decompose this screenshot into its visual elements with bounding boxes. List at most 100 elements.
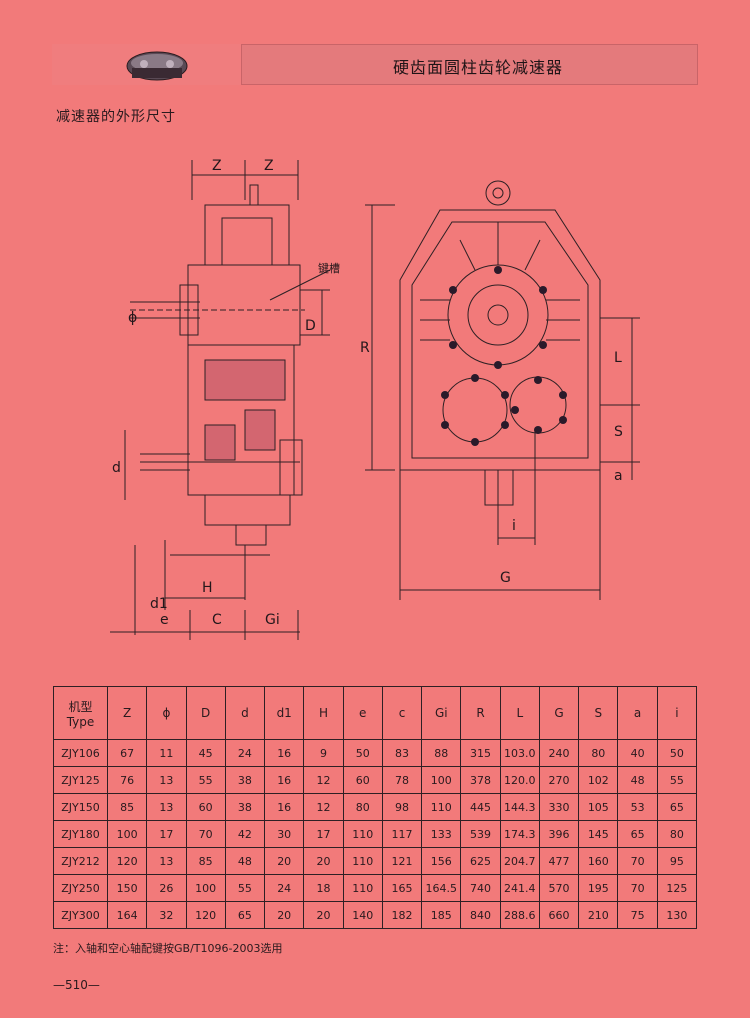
table-header-cell: ϕ [146,686,187,740]
value-cell: 210 [578,901,619,929]
value-cell: 117 [381,820,423,848]
value-cell: 38 [224,793,266,821]
page-header-title: 硬齿面圆柱齿轮减速器 [392,58,563,77]
value-cell: 75 [617,901,658,929]
value-cell: 164.5 [421,874,462,902]
value-cell: 80 [342,793,383,821]
value-cell: 110 [342,847,383,875]
dimensions-table: 机型 Type Z ϕ D d d1 H e c Gi R L G S a i … [53,686,698,929]
value-cell: 270 [538,766,580,794]
value-cell: 60 [185,793,226,821]
value-cell: 164 [106,901,148,929]
value-cell: 76 [106,766,148,794]
label-keyway: 键槽 [318,261,340,275]
value-cell: 110 [421,793,462,821]
value-cell: 48 [617,766,658,794]
label-i: i [512,518,516,534]
value-cell: 65 [224,901,266,929]
value-cell: 70 [185,820,226,848]
value-cell: 24 [264,874,305,902]
value-cell: 445 [460,793,501,821]
value-cell: 378 [460,766,501,794]
value-cell: 110 [342,820,383,848]
value-cell: 130 [656,901,698,929]
value-cell: 32 [146,901,187,929]
dimension-drawing: Z Z 键槽 ϕ D d H d1 e C Gi R L S a i G [110,158,640,640]
label-d: d [112,460,121,476]
value-cell: 539 [460,820,501,848]
label-z-right: Z [264,158,274,174]
value-cell: 195 [578,874,619,902]
value-cell: 83 [381,739,423,767]
header-logo [52,44,242,85]
value-cell: 80 [656,820,698,848]
model-cell: ZJY106 [53,739,108,767]
value-cell: 20 [303,901,344,929]
value-cell: 16 [264,766,305,794]
table-header-cell: 机型 Type [53,686,108,740]
table-header-cell: d1 [264,686,305,740]
value-cell: 315 [460,739,501,767]
value-cell: 160 [578,847,619,875]
value-cell: 42 [224,820,266,848]
value-cell: 16 [264,793,305,821]
value-cell: 174.3 [499,820,540,848]
value-cell: 80 [578,739,619,767]
value-cell: 13 [146,847,187,875]
value-cell: 288.6 [499,901,540,929]
value-cell: 241.4 [499,874,540,902]
value-cell: 78 [381,766,423,794]
value-cell: 17 [303,820,344,848]
value-cell: 20 [303,847,344,875]
value-cell: 70 [617,847,658,875]
value-cell: 103.0 [499,739,540,767]
value-cell: 55 [224,874,266,902]
table-header-cell: Z [106,686,148,740]
value-cell: 330 [538,793,580,821]
label-C: C [212,612,222,628]
label-phi: ϕ [128,310,137,326]
value-cell: 20 [264,847,305,875]
model-cell: ZJY300 [53,901,108,929]
value-cell: 55 [185,766,226,794]
value-cell: 240 [538,739,580,767]
value-cell: 660 [538,901,580,929]
value-cell: 204.7 [499,847,540,875]
value-cell: 48 [224,847,266,875]
header-type-zh: 机型 [68,699,93,714]
label-z-left: Z [212,158,222,174]
value-cell: 18 [303,874,344,902]
value-cell: 13 [146,766,187,794]
value-cell: 110 [342,874,383,902]
value-cell: 60 [342,766,383,794]
value-cell: 121 [381,847,423,875]
label-G: G [500,570,511,586]
table-header-cell: i [656,686,698,740]
table-header-cell: D [185,686,226,740]
value-cell: 145 [578,820,619,848]
value-cell: 67 [106,739,148,767]
page-number: —510— [53,978,100,992]
label-S: S [614,424,623,440]
table-header-cell: S [578,686,619,740]
value-cell: 50 [342,739,383,767]
model-cell: ZJY212 [53,847,108,875]
label-H: H [202,580,213,596]
value-cell: 144.3 [499,793,540,821]
value-cell: 100 [106,820,148,848]
table-header-cell: G [538,686,580,740]
value-cell: 40 [617,739,658,767]
value-cell: 182 [381,901,423,929]
model-cell: ZJY180 [53,820,108,848]
label-a: a [614,468,623,484]
value-cell: 102 [578,766,619,794]
value-cell: 50 [656,739,698,767]
table-header-row: 机型 Type Z ϕ D d d1 H e c Gi R L G S a i [53,686,698,740]
table-header-cell: Gi [421,686,462,740]
table-header-cell: c [381,686,423,740]
